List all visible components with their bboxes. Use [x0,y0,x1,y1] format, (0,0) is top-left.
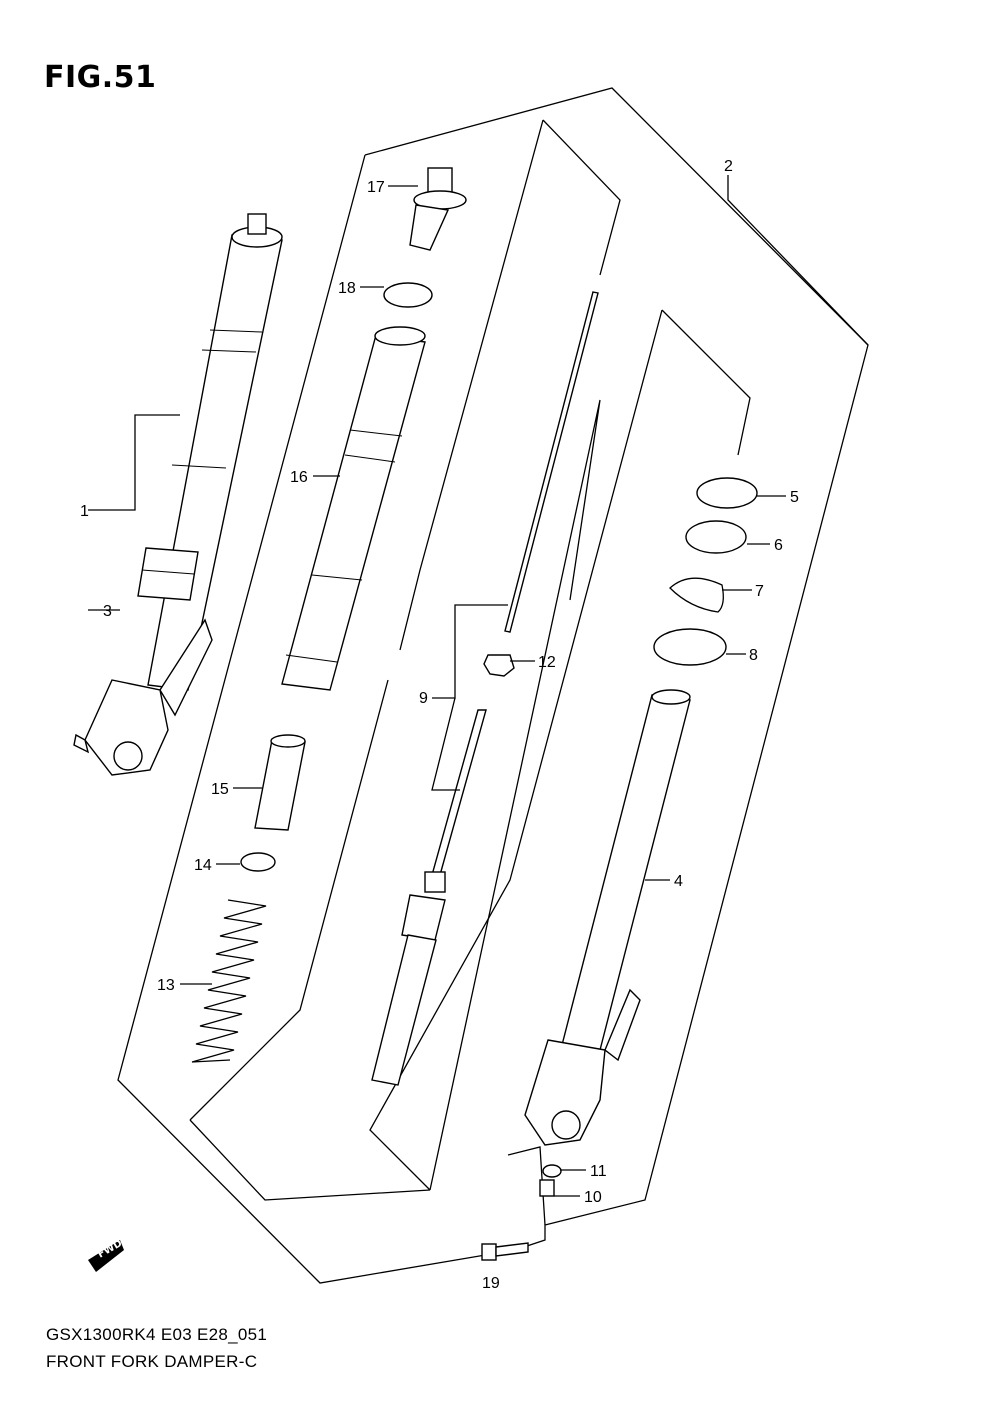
model-code: GSX1300RK4 E03 E28_051 [46,1325,268,1344]
part-label-18: 18 [338,280,356,297]
fork-assembly-left [73,213,283,776]
part-label-8: 8 [749,647,758,664]
fwd-arrow-icon: FWD [88,1238,124,1272]
part-label-15: 15 [211,781,229,798]
spring-seat [240,852,276,872]
outer-tube [281,326,426,691]
part-label-13: 13 [157,977,175,994]
part-label-7: 7 [755,583,764,600]
part-label-10: 10 [584,1189,602,1206]
part-label-14: 14 [194,857,212,874]
part-label-17: 17 [367,179,385,196]
lock-nut [483,654,515,677]
part-label-1: 1 [80,503,89,520]
part-label-9: 9 [419,690,428,707]
part-label-3: 3 [103,603,112,620]
leader-lines [88,175,869,1197]
part-label-6: 6 [774,537,783,554]
part-label-16: 16 [290,469,308,486]
assembly-name: FRONT FORK DAMPER-C [46,1352,258,1371]
part-label-5: 5 [790,489,799,506]
part-label-2: 2 [724,158,733,175]
damper-bolt [539,1179,555,1197]
dust-seal [696,477,758,509]
part-label-19: 19 [482,1275,500,1292]
cap-bolt [409,167,467,251]
fork-spring [191,899,267,1063]
damper-rod [371,291,599,1086]
o-ring [383,282,433,308]
part-label-4: 4 [674,873,683,890]
gasket [542,1164,562,1178]
part-label-12: 12 [538,654,556,671]
axle-pinch-bolt [481,1242,529,1261]
slide-bushing [653,628,727,666]
oil-seal [685,520,747,554]
part-label-11: 11 [590,1163,607,1180]
inner-tube [524,689,691,1146]
spacer [254,734,306,831]
stopper-ring [669,577,724,613]
assembly-outline [117,87,869,1284]
figure-title: FIG.51 [44,60,157,95]
